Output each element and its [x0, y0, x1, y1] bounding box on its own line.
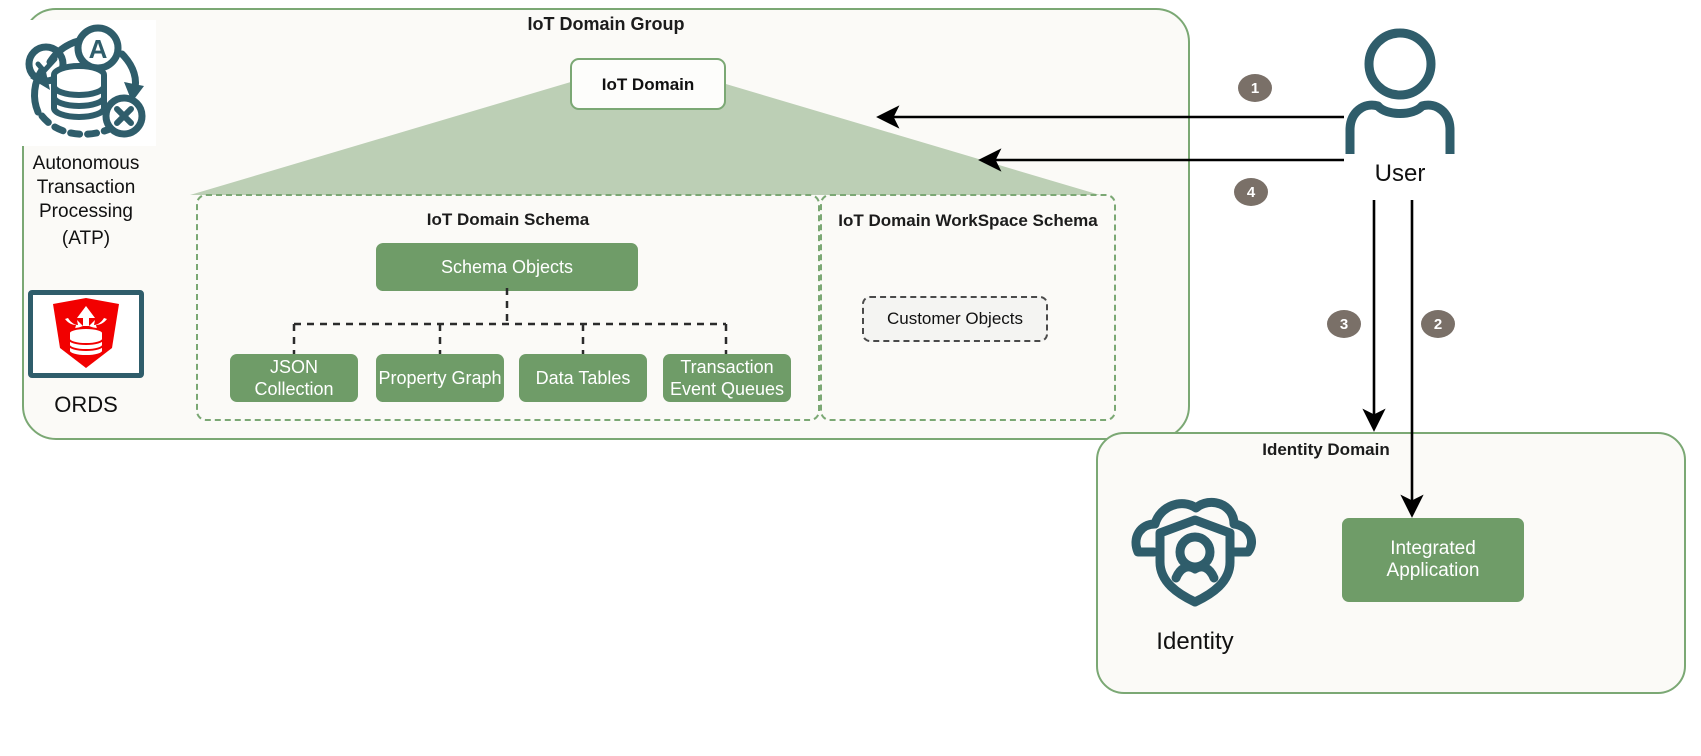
atp-sub-caption: (ATP)	[61, 228, 111, 249]
atp-caption: Autonomous Transaction Processing	[32, 153, 140, 222]
property-graph-box[interactable]: Property Graph	[376, 354, 504, 402]
json-collection-box[interactable]: JSON Collection	[230, 354, 358, 402]
step-badge-1: 1	[1238, 74, 1272, 102]
customer-objects-box[interactable]: Customer Objects	[862, 296, 1048, 342]
step-badge-4: 4	[1234, 178, 1268, 206]
iot-domain-triangle	[190, 60, 1100, 195]
ords-caption: ORDS	[54, 392, 118, 417]
iot-domain-box[interactable]: IoT Domain	[570, 58, 726, 110]
schema-objects-box[interactable]: Schema Objects	[376, 243, 638, 291]
iot-domain-group-title: IoT Domain Group	[527, 14, 685, 34]
data-tables-box[interactable]: Data Tables	[519, 354, 647, 402]
iot-domain-workspace-schema-title: IoT Domain WorkSpace Schema	[838, 211, 1098, 230]
identity-domain-title: Identity Domain	[1262, 440, 1390, 459]
user-person-icon	[1344, 26, 1456, 159]
iot-domain-workspace-schema-panel	[820, 194, 1116, 421]
step-badge-3: 3	[1327, 310, 1361, 338]
identity-cloud-shield-icon	[1130, 490, 1260, 612]
user-label: User	[1374, 160, 1426, 187]
step-badge-2: 2	[1421, 310, 1455, 338]
iot-domain-schema-title: IoT Domain Schema	[426, 210, 590, 229]
schema-tree-connectors	[292, 288, 728, 354]
svg-text:A: A	[89, 34, 108, 64]
iot-domain-schema-panel	[196, 194, 820, 421]
ords-shield-database-icon	[28, 290, 144, 378]
autonomous-transaction-processing-icon: A	[16, 20, 156, 146]
integrated-application-box[interactable]: Integrated Application	[1342, 518, 1524, 602]
identity-caption: Identity	[1156, 628, 1234, 655]
transaction-event-queues-box[interactable]: Transaction Event Queues	[663, 354, 791, 402]
